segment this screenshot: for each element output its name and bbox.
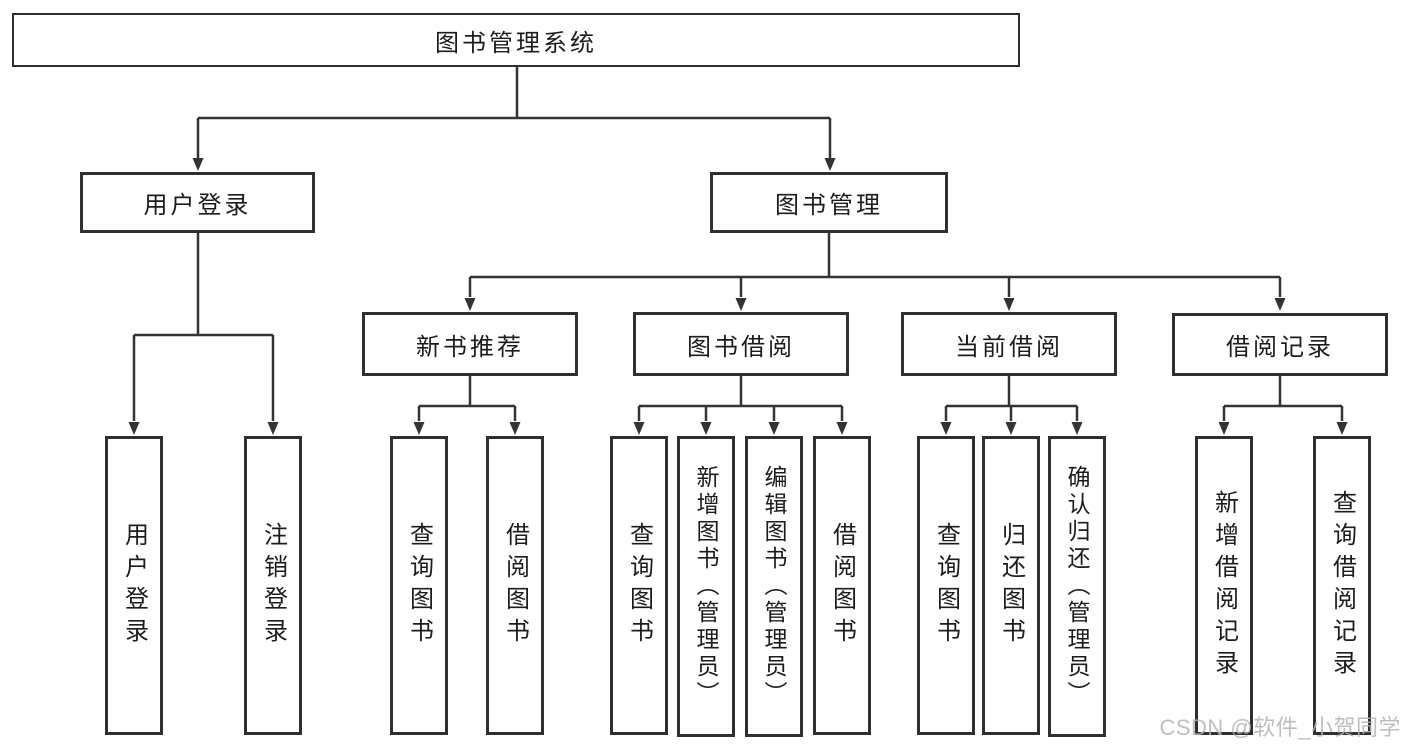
leaf-query-books-borrowing: 查询图书	[610, 436, 668, 735]
node-library-management-system: 图书管理系统	[12, 13, 1020, 67]
node-book-borrowing: 图书借阅	[633, 312, 849, 376]
node-book-management: 图书管理	[710, 172, 948, 233]
leaf-borrow-books: 借阅图书	[813, 436, 871, 735]
node-label: 图书管理系统	[435, 29, 597, 57]
node-user-login: 用户登录	[80, 172, 315, 233]
node-label: 当前借阅	[955, 333, 1063, 361]
leaf-add-borrow-record: 新增借阅记录	[1195, 436, 1253, 735]
leaf-confirm-return-admin: 确认归还（管理员）	[1048, 436, 1106, 737]
node-label: 注销登录	[259, 521, 287, 650]
node-label: 查询图书	[932, 521, 960, 650]
node-label: 借阅图书	[828, 521, 856, 650]
leaf-edit-book-admin: 编辑图书（管理员）	[745, 436, 803, 737]
node-label: 查询图书	[405, 521, 433, 650]
leaf-query-borrow-record: 查询借阅记录	[1313, 436, 1371, 735]
node-label: 编辑图书（管理员）	[761, 465, 787, 708]
node-label: 查询图书	[625, 521, 653, 650]
node-label: 借阅图书	[501, 521, 529, 650]
node-label: 确认归还（管理员）	[1064, 465, 1090, 708]
node-new-book-recommend: 新书推荐	[362, 312, 578, 376]
node-label: 借阅记录	[1226, 334, 1334, 361]
node-label: 新增图书（管理员）	[693, 465, 719, 708]
leaf-query-books-recommend: 查询图书	[390, 436, 448, 735]
node-label: 用户登录	[143, 192, 252, 219]
node-label: 归还图书	[997, 521, 1025, 650]
leaf-query-books-current: 查询图书	[917, 436, 975, 735]
node-current-borrowing: 当前借阅	[901, 312, 1117, 376]
node-borrowing-records: 借阅记录	[1172, 313, 1388, 376]
node-label: 图书借阅	[687, 333, 795, 361]
node-label: 新书推荐	[416, 333, 524, 361]
csdn-watermark: CSDN @软件_小贺同学	[1159, 715, 1401, 740]
arrowheads	[128, 158, 1348, 435]
leaf-borrow-books-recommend: 借阅图书	[486, 436, 544, 735]
node-label: 查询借阅记录	[1328, 489, 1356, 682]
leaf-user-login: 用户登录	[105, 436, 163, 735]
node-label: 用户登录	[120, 521, 148, 650]
leaf-logout: 注销登录	[244, 436, 302, 735]
leaf-return-book: 归还图书	[982, 436, 1040, 735]
leaf-add-book-admin: 新增图书（管理员）	[677, 436, 735, 737]
node-label: 新增借阅记录	[1210, 489, 1238, 682]
node-label: 图书管理	[775, 192, 883, 219]
